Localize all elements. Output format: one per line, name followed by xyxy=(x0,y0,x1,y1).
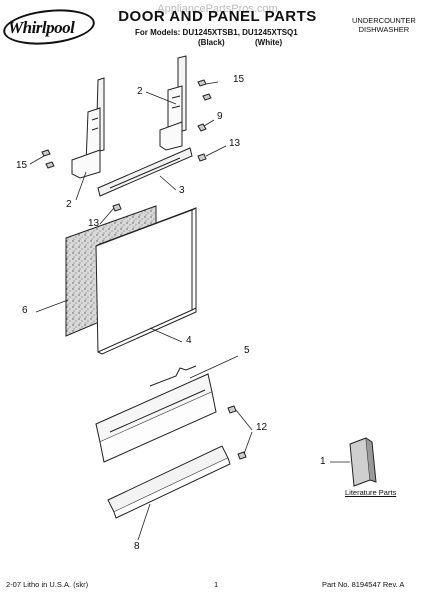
watermark: AppliancePartsPros.com xyxy=(157,3,278,15)
callout-1: 1 xyxy=(320,456,326,467)
literature-parts-booklet xyxy=(349,437,377,487)
screw-12-lower xyxy=(237,451,247,460)
toe-panel xyxy=(95,365,217,463)
callout-3: 3 xyxy=(179,185,185,196)
screw-9 xyxy=(197,123,207,132)
lower-toe-panel xyxy=(107,445,231,519)
callout-2-left: 2 xyxy=(66,199,72,210)
callout-13-lower: 13 xyxy=(88,218,100,229)
callout-2-right: 2 xyxy=(137,86,143,97)
callout-12: 12 xyxy=(256,422,268,433)
brand-logo: Whirlpool xyxy=(8,18,75,37)
literature-parts-label: Literature Parts xyxy=(345,488,397,497)
screw-13-upper xyxy=(197,153,207,162)
callout-15-right: 15 xyxy=(233,74,245,85)
door-panel xyxy=(95,207,197,355)
model-note-white: (White) xyxy=(255,38,283,47)
appliance-category: UNDERCOUNTER DISHWASHER xyxy=(352,16,416,34)
footer-litho: 2-07 Litho in U.S.A. (skr) xyxy=(6,580,89,589)
callout-6: 6 xyxy=(22,305,28,316)
callout-15-left: 15 xyxy=(16,160,28,171)
footer-page-number: 1 xyxy=(214,580,219,589)
callout-4: 4 xyxy=(186,335,192,346)
callout-13-upper: 13 xyxy=(229,138,241,149)
screws-15-right xyxy=(41,79,212,169)
model-note-black: (Black) xyxy=(198,38,225,47)
category-line-2: DISHWASHER xyxy=(358,25,410,34)
right-door-bracket xyxy=(159,55,187,151)
category-line-1: UNDERCOUNTER xyxy=(352,16,416,25)
footer-part-number: Part No. 8194547 Rev. A xyxy=(322,580,405,589)
door-vent-strip xyxy=(97,147,193,197)
callout-5: 5 xyxy=(244,345,250,356)
screw-13-lower xyxy=(112,203,122,212)
callout-8: 8 xyxy=(134,541,140,552)
screw-12-upper xyxy=(227,405,237,414)
page-title: DOOR AND PANEL PARTS xyxy=(118,8,317,25)
callout-9: 9 xyxy=(217,111,223,122)
left-door-bracket xyxy=(71,77,105,179)
models-line: For Models: DU1245XTSB1, DU1245XTSQ1 xyxy=(135,28,298,37)
